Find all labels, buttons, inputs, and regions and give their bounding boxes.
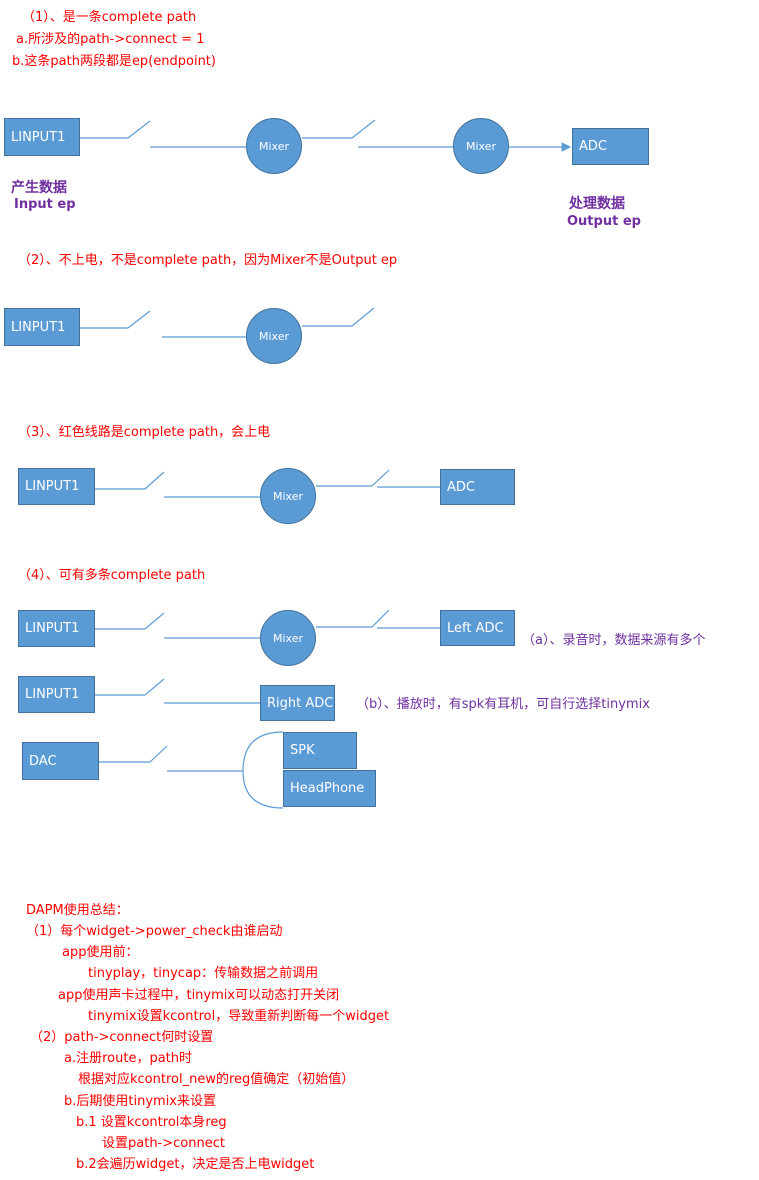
produce-data-label: 产生数据 <box>11 180 67 196</box>
summary-line: b.2会遍历widget，决定是否上电widget <box>76 1157 315 1172</box>
section1-note-a: a.所涉及的path->connect = 1 <box>16 32 205 47</box>
mixer-node: Mixer <box>260 610 316 666</box>
mixer-node: Mixer <box>246 118 302 174</box>
summary-line: app使用前： <box>62 945 139 960</box>
summary-line: b.后期使用tinymix来设置 <box>64 1094 216 1109</box>
summary-title: DAPM使用总结： <box>26 903 129 918</box>
summary-line: （2）path->connect何时设置 <box>30 1030 214 1045</box>
summary-line: （1）每个widget->power_check由谁启动 <box>26 924 283 939</box>
summary-line: tinyplay，tinycap：传输数据之前调用 <box>88 966 319 981</box>
mixer-node: Mixer <box>260 468 316 524</box>
adc-block: ADC <box>572 128 649 165</box>
section4-title: （4）、可有多条complete path <box>18 568 206 583</box>
input-ep-label: Input ep <box>14 197 76 212</box>
linput1-block: LINPUT1 <box>18 676 95 713</box>
spk-block: SPK <box>283 732 357 769</box>
process-data-label: 处理数据 <box>569 196 625 212</box>
section3-title: （3）、红色线路是complete path，会上电 <box>18 425 271 440</box>
summary-line: tinymix设置kcontrol，导致重新判断每一个widget <box>88 1009 390 1024</box>
summary-line: a.注册route，path时 <box>64 1051 193 1066</box>
section1-title: （1）、是一条complete path <box>22 10 197 25</box>
mixer-node: Mixer <box>246 308 302 364</box>
linput1-block: LINPUT1 <box>18 610 95 647</box>
section4-note-b: （b）、播放时，有spk有耳机，可自行选择tinymix <box>356 697 650 712</box>
section4-note-a: （a）、录音时，数据来源有多个 <box>522 633 706 648</box>
output-ep-label: Output ep <box>567 214 641 229</box>
summary-line: app使用声卡过程中，tinymix可以动态打开关闭 <box>58 988 340 1003</box>
mixer-node: Mixer <box>453 118 509 174</box>
left-adc-block: Left ADC <box>440 610 515 646</box>
section2-title: （2）、不上电，不是complete path，因为Mixer不是Output … <box>18 253 398 268</box>
summary-line: b.1 设置kcontrol本身reg <box>76 1115 227 1130</box>
summary-line: 根据对应kcontrol_new的reg值确定（初始值） <box>78 1072 355 1087</box>
section1-note-b: b.这条path两段都是ep(endpoint) <box>12 54 216 69</box>
summary-line: 设置path->connect <box>102 1136 225 1151</box>
linput1-block: LINPUT1 <box>18 468 95 505</box>
linput1-block: LINPUT1 <box>4 118 80 156</box>
dac-block: DAC <box>22 742 99 780</box>
adc-block: ADC <box>440 469 515 505</box>
right-adc-block: Right ADC <box>260 685 335 721</box>
linput1-block: LINPUT1 <box>4 308 80 346</box>
headphone-block: HeadPhone <box>283 770 376 807</box>
